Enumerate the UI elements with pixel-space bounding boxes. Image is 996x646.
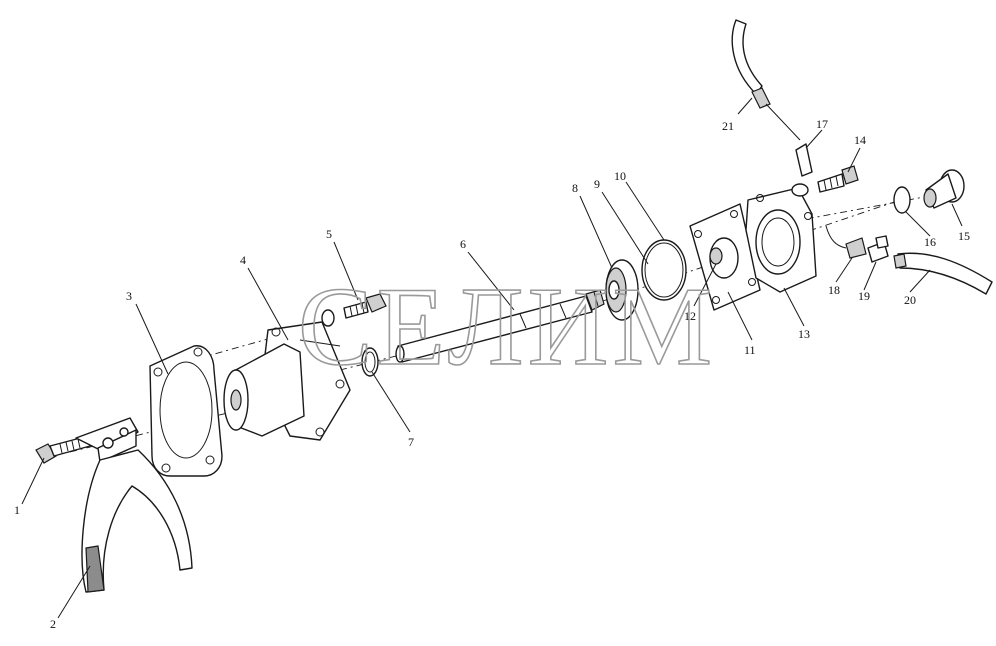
callout-4: 4 xyxy=(240,253,246,267)
callout-20: 20 xyxy=(904,293,916,307)
callout-6: 6 xyxy=(460,237,466,251)
nut-part-12 xyxy=(709,247,723,265)
bearing-part-8 xyxy=(605,259,639,321)
callout-11: 11 xyxy=(744,343,756,357)
bolt-part-1 xyxy=(35,435,91,464)
callout-18: 18 xyxy=(828,283,840,297)
leader-lines xyxy=(21,97,963,619)
bolt-part-5 xyxy=(321,293,387,327)
callout-labels: 1 2 3 4 5 6 7 8 9 10 11 12 13 14 15 16 1… xyxy=(14,117,970,631)
callout-10: 10 xyxy=(614,169,626,183)
callout-21: 21 xyxy=(722,119,734,133)
callout-12: 12 xyxy=(684,309,696,323)
plug-part-15 xyxy=(923,169,965,209)
bolt-part-14 xyxy=(817,165,859,193)
fitting-part-18 xyxy=(845,237,867,259)
hose-part-20 xyxy=(893,252,993,295)
housing-part-4 xyxy=(223,321,351,441)
cover-part-13 xyxy=(745,187,817,293)
tube-line xyxy=(825,225,847,249)
watermark-text: СЕЛИМ xyxy=(298,265,716,389)
callout-3: 3 xyxy=(126,289,132,303)
o-ring-part-10 xyxy=(641,239,687,301)
shift-fork-part-2 xyxy=(75,417,193,593)
ring-part-16 xyxy=(893,186,911,214)
callout-8: 8 xyxy=(572,181,578,195)
fitting-part-17 xyxy=(791,143,813,197)
callout-17: 17 xyxy=(816,117,828,131)
gasket-part-3 xyxy=(149,345,223,477)
callout-7: 7 xyxy=(408,435,414,449)
callout-19: 19 xyxy=(858,289,870,303)
callout-14: 14 xyxy=(854,133,866,147)
shaft-part-6 xyxy=(395,289,605,363)
pipe-part-21 xyxy=(731,19,801,141)
callout-2: 2 xyxy=(50,617,56,631)
tee-part-19 xyxy=(867,235,889,263)
o-ring-part-7 xyxy=(361,347,379,377)
callout-15: 15 xyxy=(958,229,970,243)
callout-5: 5 xyxy=(326,227,332,241)
callout-1: 1 xyxy=(14,503,20,517)
callout-9: 9 xyxy=(594,177,600,191)
callout-13: 13 xyxy=(798,327,810,341)
callout-16: 16 xyxy=(924,235,936,249)
